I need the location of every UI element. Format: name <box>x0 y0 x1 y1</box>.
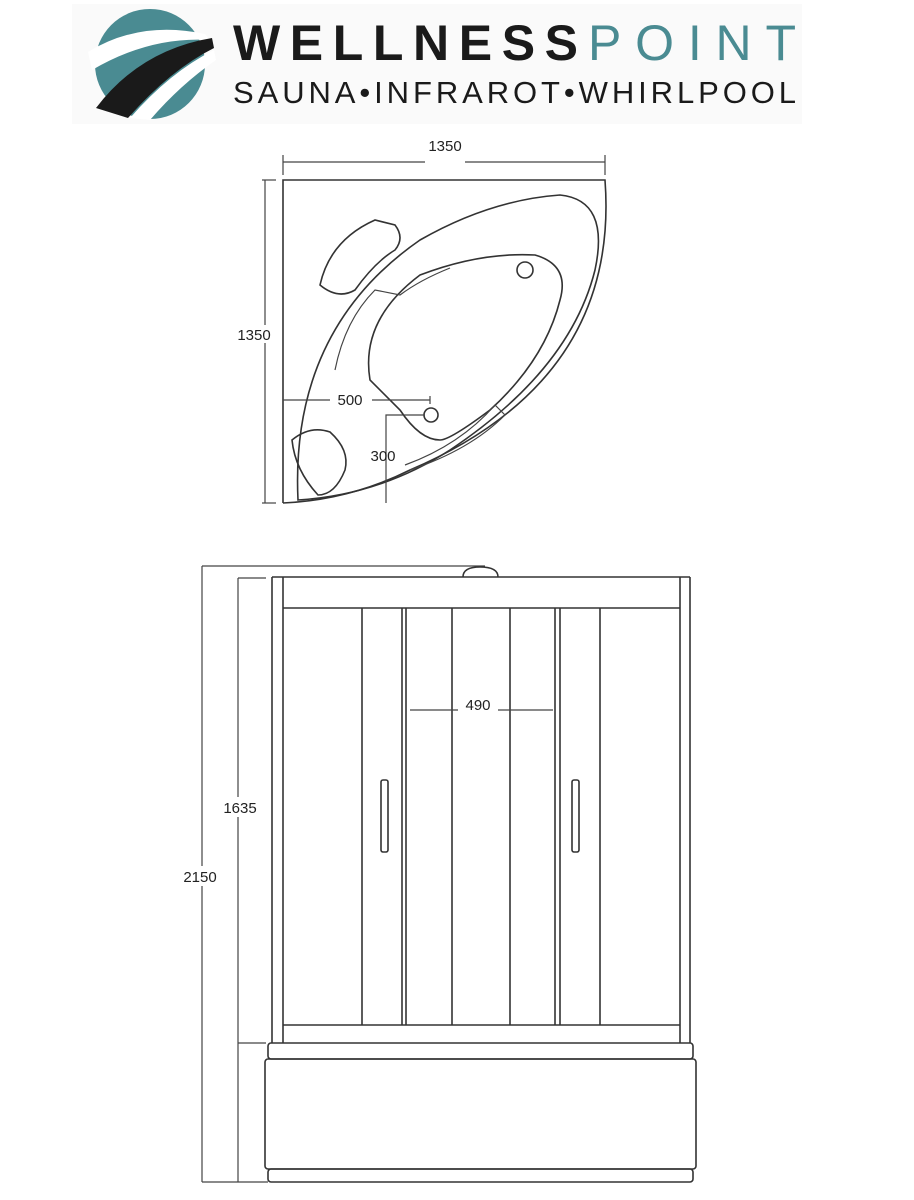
top-view: 1350 1350 500 300 <box>237 138 607 504</box>
roof-cap <box>462 566 499 578</box>
drain-icon <box>423 407 439 423</box>
logo-brand-light: POINT <box>588 15 796 71</box>
tub-basin <box>367 253 564 441</box>
tub-outline <box>282 179 607 504</box>
tub-rim <box>296 194 600 501</box>
drain-y-label: 300 <box>370 448 395 465</box>
width-label: 1350 <box>428 138 461 155</box>
logo-tagline: SAUNA•INFRAROT•WHIRLPOOL <box>233 75 796 110</box>
front-view: 2150 1635 490 <box>180 565 697 1183</box>
headrest-top <box>319 219 401 295</box>
overflow-icon <box>516 261 534 279</box>
tub-base <box>267 1168 694 1183</box>
drain-x-label: 500 <box>337 392 362 409</box>
left-door-handle <box>380 779 389 853</box>
tub-apron <box>264 1058 697 1170</box>
door-panels <box>361 608 601 1025</box>
depth-label: 1350 <box>237 327 270 344</box>
total-height-label: 2150 <box>183 869 216 886</box>
tub-rim-front <box>267 1042 694 1060</box>
cabin-height-label: 1635 <box>223 800 256 817</box>
door-width-label: 490 <box>465 697 490 714</box>
logo-emblem <box>88 9 216 120</box>
logo: WELLNESS POINT SAUNA•INFRAROT•WHIRLPOOL <box>72 4 802 124</box>
right-door-handle <box>571 779 580 853</box>
headrest-bottom <box>291 429 347 496</box>
